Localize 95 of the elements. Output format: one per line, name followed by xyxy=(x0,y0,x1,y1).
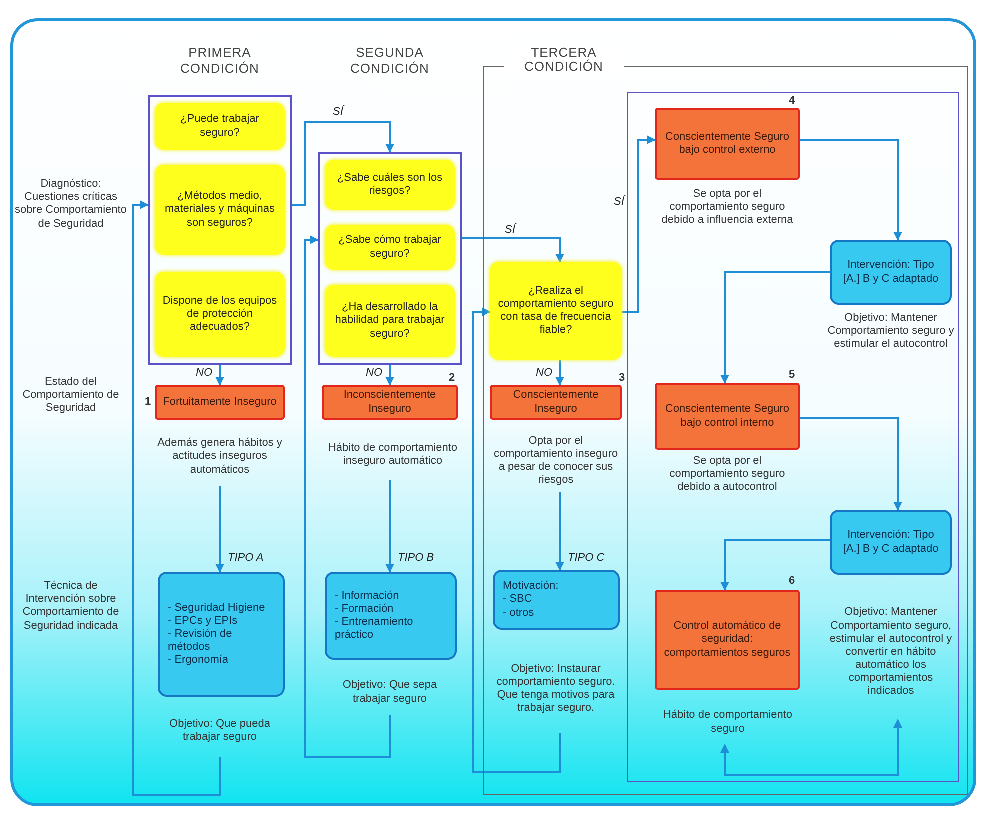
connector-arrow xyxy=(462,237,564,263)
question-text: ¿Métodos medio, materiales y máquinas son seguros? xyxy=(164,190,276,230)
callout-number: 4 xyxy=(788,95,796,108)
question-box xyxy=(325,225,455,270)
edge-label: TIPO C xyxy=(568,552,605,565)
condition-heading: TERCERA CONDICIÓN xyxy=(504,46,624,74)
intervention-text: Intervención: Tipo [A.] B y C adaptado xyxy=(842,529,940,556)
list-item: - otros xyxy=(503,606,534,620)
edge-label: TIPO A xyxy=(228,552,264,565)
question-text: ¿Puede trabajar seguro? xyxy=(180,113,260,140)
edge-label: TIPO B xyxy=(398,552,434,565)
edge-label: SÍ xyxy=(333,106,344,119)
state-box xyxy=(155,385,285,420)
state-text: Conscientemente Seguro bajo control externo xyxy=(664,130,791,158)
column-heading: PRIMERA CONDICIÓN xyxy=(180,45,260,76)
edge-label: NO xyxy=(366,367,382,380)
group-frame xyxy=(627,92,959,782)
question-box xyxy=(325,160,455,210)
connector-arrow xyxy=(292,121,394,206)
intervention-box xyxy=(830,240,952,305)
question-box xyxy=(325,285,455,357)
edge-label: NO xyxy=(196,367,212,380)
connector-arrow xyxy=(556,360,564,386)
intervention-box xyxy=(830,510,952,575)
row-heading: Diagnóstico: Cuestiones críticas sobre Comportamiento de Seguridad xyxy=(15,178,127,231)
description-text: Además genera hábitos y actitudes inseguros automáticos xyxy=(150,428,290,486)
state-text: Conscientemente Seguro bajo control interno xyxy=(664,403,791,430)
list-item: - Entrenamiento práctico xyxy=(335,616,414,642)
description-text: Objetivo: Que sepa trabajar seguro xyxy=(335,670,445,715)
question-text: Dispone de los equipos de protección adecuados? xyxy=(162,294,278,334)
connector-arrow xyxy=(472,308,561,773)
connector-arrow xyxy=(622,136,656,313)
callout-number: 5 xyxy=(788,369,796,382)
question-box xyxy=(155,165,285,255)
question-text: ¿Realiza el comportamiento seguro con tasa de frecuencia fiable? xyxy=(497,284,615,338)
state-box xyxy=(490,385,622,420)
state-text: Control automático de seguridad: comportamientos seguros xyxy=(663,620,792,660)
connector-arrow xyxy=(720,539,830,591)
list-item: - Formación xyxy=(335,602,394,616)
connector-arrow xyxy=(132,200,221,796)
state-box xyxy=(655,590,800,690)
row-heading: Técnica de Intervención sobre Comportamiento de Seguridad indicada xyxy=(22,580,120,633)
objective-text: Objetivo: Mantener Comportamiento seguro y estimular el autocontrol xyxy=(826,312,956,352)
connector-arrow xyxy=(800,417,902,511)
connector-arrow xyxy=(386,480,394,573)
callout-number: 3 xyxy=(618,372,626,386)
state-box xyxy=(322,385,458,420)
intervention-text: Intervención: Tipo [A.] B y C adaptado xyxy=(842,259,940,286)
list-item: - Información xyxy=(335,590,400,603)
state-text: Fortuitamente Inseguro xyxy=(163,396,277,410)
state-text: Conscientemente Inseguro xyxy=(512,389,600,416)
list-item: - Seguridad Higiene xyxy=(168,602,266,615)
list-item: - SBC xyxy=(503,593,532,607)
edge-label: NO xyxy=(536,367,552,380)
question-text: ¿Ha desarrollado la habilidad para trabajar seguro? xyxy=(334,301,446,341)
connector-arrow xyxy=(216,365,224,386)
callout-number: 2 xyxy=(448,372,456,386)
question-box xyxy=(490,262,622,360)
group-frame xyxy=(318,152,462,365)
intervention-box xyxy=(325,572,457,660)
description-text: Se opta por el comportamiento seguro debido a influencia externa xyxy=(660,188,794,228)
intervention-box xyxy=(158,572,285,697)
question-box xyxy=(155,103,285,150)
intervention-box xyxy=(493,570,620,630)
description-text: Objetivo: Instaurar comportamiento seguro. Que tenga motivos para trabajar seguro. xyxy=(490,645,622,733)
description-text: Objetivo: Mantener Comportamiento seguro, estimular el autocontrol y convertir en hábito automático los comportamientos indicados xyxy=(827,585,955,720)
connector-arrow xyxy=(556,492,564,571)
edge-label: SÍ xyxy=(505,224,516,237)
description-text: Hábito de comportamiento seguro xyxy=(658,700,798,745)
group-frame xyxy=(148,95,292,365)
row-heading: Estado del Comportamiento de Seguridad xyxy=(22,376,120,416)
connector-arrow xyxy=(720,271,830,384)
connector-arrow xyxy=(304,236,391,758)
column-heading: SEGUNDA CONDICIÓN xyxy=(350,45,430,76)
connector-arrow xyxy=(800,139,902,241)
list-item: - EPCs y EPIs xyxy=(168,614,238,628)
callout-number: 1 xyxy=(144,396,152,410)
state-box xyxy=(655,383,800,450)
list-item: Motivación: xyxy=(503,580,559,594)
question-box xyxy=(155,272,285,357)
state-text: Inconscientemente Inseguro xyxy=(342,389,438,416)
state-box xyxy=(655,108,800,180)
description-text: Se opta por el comportamiento seguro debido a autocontrol xyxy=(668,455,786,495)
edge-label: SÍ xyxy=(614,196,624,209)
description-text: Hábito de comportamiento inseguro automático xyxy=(322,430,464,480)
description-text: Objetivo: Que pueda trabajar seguro xyxy=(160,705,280,757)
question-text: ¿Sabe cómo trabajar seguro? xyxy=(338,234,442,261)
connector-arrow xyxy=(216,486,224,573)
question-text: ¿Sabe cuáles son los riesgos? xyxy=(336,172,444,198)
callout-number: 6 xyxy=(788,575,796,588)
list-item: - Ergonomía xyxy=(168,654,229,668)
description-text: Opta por el comportamiento inseguro a pesar de conocer sus riesgos xyxy=(490,430,622,492)
list-item: - Revisión de métodos xyxy=(168,628,234,654)
connector-arrow xyxy=(386,365,394,386)
connector-arrow xyxy=(720,719,902,776)
